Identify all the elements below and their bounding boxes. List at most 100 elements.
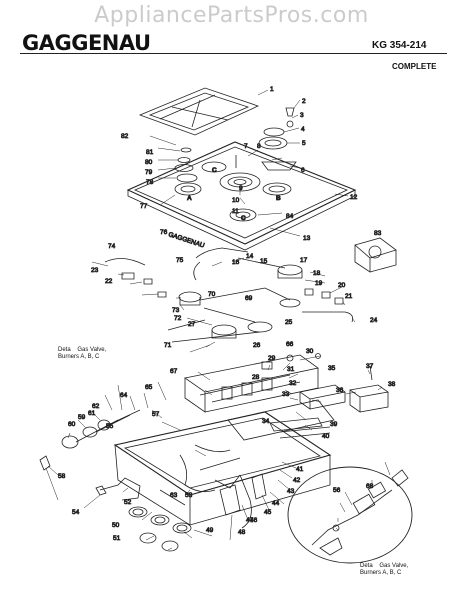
part-label: 72 xyxy=(174,315,182,322)
detail-caption-upper: Deta Gas Valve, Burners A, B, C xyxy=(58,347,107,360)
part-label: 34 xyxy=(262,418,270,425)
part-label: 38 xyxy=(388,381,396,388)
part-label: 14 xyxy=(246,253,254,260)
part-label: 77 xyxy=(140,203,148,210)
part-label: 78 xyxy=(146,179,154,186)
grate xyxy=(138,87,260,136)
part-label: 59 xyxy=(78,414,86,421)
burner-cap-4 xyxy=(263,127,285,137)
part-label: 25 xyxy=(285,319,293,326)
part-label: 35 xyxy=(328,365,336,372)
part-label: 83 xyxy=(374,230,382,237)
part-label: 50 xyxy=(112,522,120,529)
detail-caption-lower: Deta Gas Valve, Burners A, B, C xyxy=(360,563,409,576)
cover-38 xyxy=(348,384,390,413)
burner-c-front xyxy=(229,208,257,222)
part-label: 63 xyxy=(170,492,178,499)
part-label: 32 xyxy=(289,380,297,387)
part-label: 48 xyxy=(238,529,246,536)
part-label: 66 xyxy=(286,341,294,348)
cooktop-assembly xyxy=(126,87,357,251)
watermark: AppliancePartsPros.com xyxy=(94,3,369,28)
cooktop-logo: GAGGENAU xyxy=(167,231,205,249)
part-label: 84 xyxy=(286,213,294,220)
part-label: 43 xyxy=(287,488,295,495)
valve-rail-assembly xyxy=(184,353,390,441)
burner-letter-a: A xyxy=(187,195,192,202)
part-label: 75 xyxy=(176,257,184,264)
part-label: 12 xyxy=(350,194,358,201)
part-label: 31 xyxy=(287,366,295,373)
burner-letter-c: C xyxy=(241,215,246,222)
part-label: 57 xyxy=(152,411,160,418)
part-label: 30 xyxy=(306,348,314,355)
burner-cap-5 xyxy=(258,136,288,150)
model-number: KG 354-214 xyxy=(372,40,427,51)
part-label: 39 xyxy=(330,421,338,428)
part-label: 61 xyxy=(88,410,96,417)
part-label: 36 xyxy=(336,387,344,394)
part-label: 16 xyxy=(232,259,240,266)
part-label: 51 xyxy=(113,535,121,542)
part-label: 24 xyxy=(370,317,378,324)
burner-letter-c: C xyxy=(212,167,217,174)
part-label: 37 xyxy=(366,363,374,370)
part-label: 8 xyxy=(257,143,261,150)
burner-body-left xyxy=(178,291,202,303)
part-label: 52 xyxy=(124,499,132,506)
part-label: 7 xyxy=(244,143,248,150)
part-label: 56 xyxy=(333,487,341,494)
diagram-subtitle: COMPLETE xyxy=(392,62,437,71)
part-label: 27 xyxy=(188,321,196,328)
part-label: 70 xyxy=(208,291,216,298)
part-label: 1 xyxy=(270,86,274,93)
part-label: 74 xyxy=(108,243,116,250)
burner-a xyxy=(174,182,202,196)
burner-letter-b: B xyxy=(276,195,281,202)
part-label: 79 xyxy=(145,169,153,176)
part-label: 41 xyxy=(296,466,304,473)
part-label: 2 xyxy=(302,98,306,105)
part-label: 20 xyxy=(338,282,346,289)
gas-manifold-assembly xyxy=(91,237,397,353)
part-label: 10 xyxy=(232,197,240,204)
part-label: 55 xyxy=(106,423,114,430)
burner-ring-6 xyxy=(261,161,297,171)
part-label: 60 xyxy=(68,421,76,428)
part-label: 80 xyxy=(145,159,153,166)
part-label: 21 xyxy=(345,293,353,300)
part-label: 81 xyxy=(146,149,154,156)
part-label: 19 xyxy=(315,280,323,287)
part-label: 33 xyxy=(282,391,290,398)
part-label: 82 xyxy=(121,133,129,140)
part-label: 5 xyxy=(302,140,306,147)
part-label: 73 xyxy=(172,307,180,314)
part-label: 4 xyxy=(301,126,305,133)
part-label: 44 xyxy=(272,500,280,507)
part-label: 58 xyxy=(58,473,66,480)
part-number-labels: 1 2 3 4 5 6 7 8 9 10 11 12 13 14 15 16 1… xyxy=(58,86,396,543)
burner-body-center xyxy=(211,324,237,336)
part-label: 64 xyxy=(120,392,128,399)
part-label: 13 xyxy=(303,235,311,242)
part-label: 22 xyxy=(105,278,113,285)
bracket-36 xyxy=(299,384,346,410)
header-rule xyxy=(20,53,447,54)
part-label: 28 xyxy=(252,374,260,381)
part-label: 71 xyxy=(164,342,172,349)
burner-c-left xyxy=(201,161,227,173)
part-label: 42 xyxy=(293,477,301,484)
part-label: 6 xyxy=(301,167,305,174)
part-label: 49 xyxy=(206,527,214,534)
part-label: 18 xyxy=(313,270,321,277)
burner-letters: A B C C xyxy=(187,167,282,223)
part-label: 46 xyxy=(250,517,258,524)
part-label: 54 xyxy=(72,509,80,516)
burner-b xyxy=(262,182,292,196)
part-label: 53 xyxy=(185,492,193,499)
control-knobs xyxy=(128,506,192,552)
part-label: 45 xyxy=(264,509,272,516)
part-label: 69 xyxy=(245,295,253,302)
gas-valve-detail-callout xyxy=(287,461,413,564)
